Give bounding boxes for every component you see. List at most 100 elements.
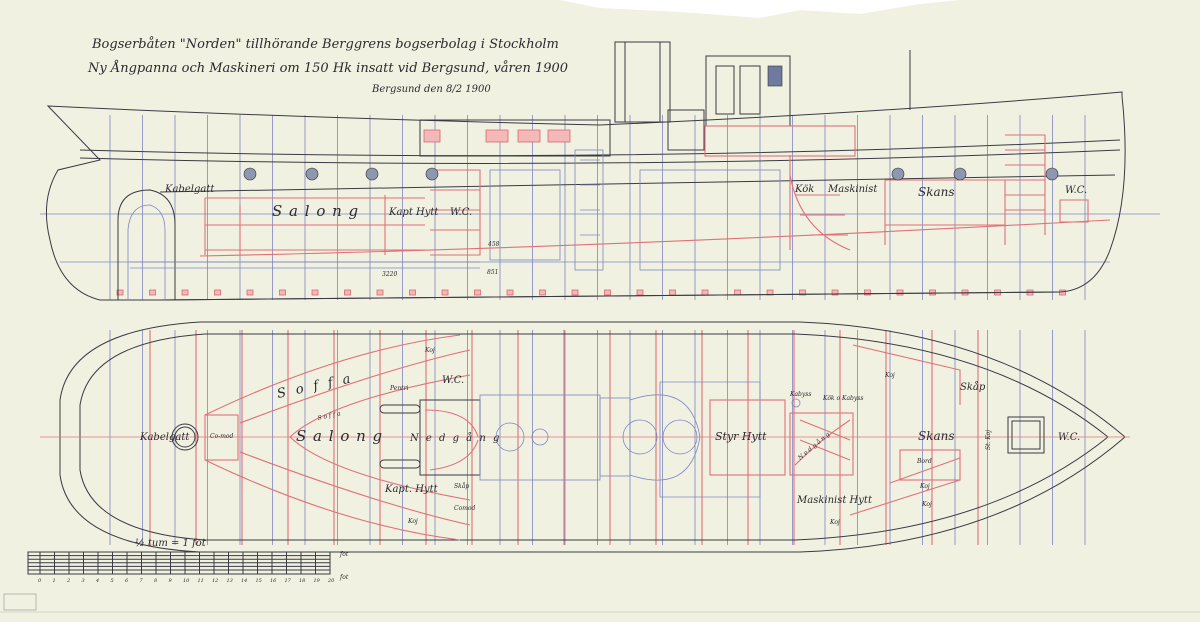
- scale-tick-label: 2: [66, 578, 70, 584]
- label-maskinist-profile: Maskinist: [827, 184, 878, 195]
- label-koj-2: Koj: [407, 518, 418, 525]
- scale-tick-label: 18: [299, 578, 305, 584]
- label-wc-profile: W.C.: [450, 207, 472, 218]
- dimension-458: 458: [487, 241, 500, 248]
- label-nedgang-1: N e d g å n g: [409, 432, 501, 444]
- dimension-3220: 3220: [382, 271, 397, 278]
- scale-tick-label: 20: [327, 578, 335, 584]
- title-line-2: Ny Ångpanna och Maskineri om 150 Hk insa…: [87, 60, 568, 76]
- scale-tick-label: 15: [256, 578, 262, 584]
- frame-mark: [539, 289, 546, 296]
- label-styr-hytt: Styr Hytt: [715, 430, 767, 443]
- frame-mark: [864, 289, 871, 296]
- label-kok-kabyss: Kök o Kabyss: [822, 395, 863, 402]
- porthole-icon: [305, 167, 319, 181]
- porthole-icon: [243, 167, 257, 181]
- scale-tick-label: 5: [111, 578, 114, 584]
- label-commod-2: Comod: [454, 505, 476, 512]
- scale-tick-label: 11: [198, 578, 204, 584]
- label-kapt-hytt-plan: Kapt. Hytt: [384, 484, 439, 495]
- scale-tick-label: 7: [140, 578, 144, 584]
- frame-mark: [506, 289, 514, 296]
- frame-mark: [181, 289, 189, 296]
- scale-tick-label: 17: [285, 578, 292, 584]
- label-koj-6: Koj: [921, 501, 932, 508]
- profile-view: Kabelgatt S a l o n g Kapt Hytt W.C. Kök…: [40, 41, 1160, 301]
- frame-mark: [214, 289, 221, 296]
- frame-mark: [474, 289, 481, 296]
- label-commod-plan: Co-mod: [210, 433, 234, 440]
- label-kabelgatt-plan: Kabelgatt: [139, 432, 190, 443]
- scale-unit-top: fot: [339, 551, 349, 558]
- scale-tick-label: 13: [227, 578, 233, 584]
- label-skap-1: Skåp: [454, 483, 469, 490]
- label-kabelgatt-profile: Kabelgatt: [164, 184, 215, 195]
- label-wc-plan: W.C.: [442, 375, 464, 386]
- label-kapt-hytt-profile: Kapt Hytt: [388, 207, 439, 218]
- scale-tick-label: 16: [270, 578, 277, 584]
- frame-mark: [831, 289, 839, 296]
- porthole-icon: [425, 167, 439, 181]
- frame-mark: [929, 289, 936, 296]
- label-kabyss: Kabyss: [789, 391, 811, 398]
- frame-mark: [149, 289, 156, 296]
- frame-mark: [441, 289, 449, 296]
- frame-mark: [376, 289, 384, 296]
- label-salong-profile: S a l o n g: [272, 202, 359, 220]
- label-koj-3: Koj: [829, 519, 840, 526]
- porthole-icon: [1045, 167, 1059, 181]
- dimension-851: 851: [487, 269, 498, 276]
- label-skap-2: Skåp: [960, 381, 986, 393]
- frame-mark: [409, 289, 416, 296]
- title-block: Bogserbåten "Norden" tillhörande Berggre…: [87, 36, 568, 95]
- label-koj-5: Koj: [919, 483, 930, 490]
- label-koj-1: Koj: [424, 347, 435, 354]
- label-skans-plan: Skans: [918, 429, 955, 443]
- frame-mark: [279, 289, 286, 296]
- porthole-icon: [953, 167, 967, 181]
- frame-mark: [604, 289, 611, 296]
- scale-tick-label: 10: [183, 578, 190, 584]
- label-wc2-profile: W.C.: [1065, 185, 1087, 196]
- label-maskinist-hytt: Maskinist Hytt: [796, 495, 873, 506]
- scale-tick-label: 19: [314, 578, 321, 584]
- title-date: Bergsund den 8/2 1900: [371, 84, 491, 95]
- archive-stamp: [3, 593, 37, 611]
- label-skans-profile: Skans: [918, 185, 955, 199]
- scale-unit-bottom: fot: [339, 574, 349, 581]
- scale-label: ½ tum = 1 fot: [135, 538, 207, 549]
- torn-edge: [560, 0, 960, 18]
- porthole-icon: [365, 167, 379, 181]
- scale-tick-label: 6: [125, 578, 129, 584]
- label-kok-profile: Kök: [794, 184, 814, 195]
- frame-mark: [344, 289, 351, 296]
- scale-tick-label: 0: [38, 578, 42, 584]
- frame-mark: [571, 289, 579, 296]
- title-line-1: Bogserbåten "Norden" tillhörande Berggre…: [91, 36, 559, 52]
- frame-mark: [734, 289, 741, 296]
- label-salong-plan: S a l o n g: [296, 427, 383, 445]
- frame-mark: [669, 289, 676, 296]
- porthole-icon: [891, 167, 905, 181]
- label-bord: Bord: [916, 458, 932, 465]
- frame-mark: [636, 289, 644, 296]
- label-koj-4: Koj: [884, 372, 895, 379]
- scale-tick-label: 9: [169, 578, 173, 584]
- scale-tick-label: 3: [82, 578, 85, 584]
- scale-tick-label: 4: [95, 578, 99, 584]
- label-soffa-2: S o f f a: [317, 410, 342, 422]
- frame-mark: [799, 289, 806, 296]
- frame-mark: [896, 289, 904, 296]
- frame-mark: [1059, 289, 1066, 296]
- hull-profile-outline: [45, 91, 1126, 301]
- frame-mark: [246, 289, 254, 296]
- label-pentri: Pentri: [389, 385, 408, 392]
- frame-mark: [116, 289, 124, 296]
- scale-tick-label: 8: [154, 578, 157, 584]
- frame-mark: [311, 289, 319, 296]
- label-wc2-plan: W.C.: [1058, 432, 1080, 443]
- scale-tick-label: 12: [212, 578, 218, 584]
